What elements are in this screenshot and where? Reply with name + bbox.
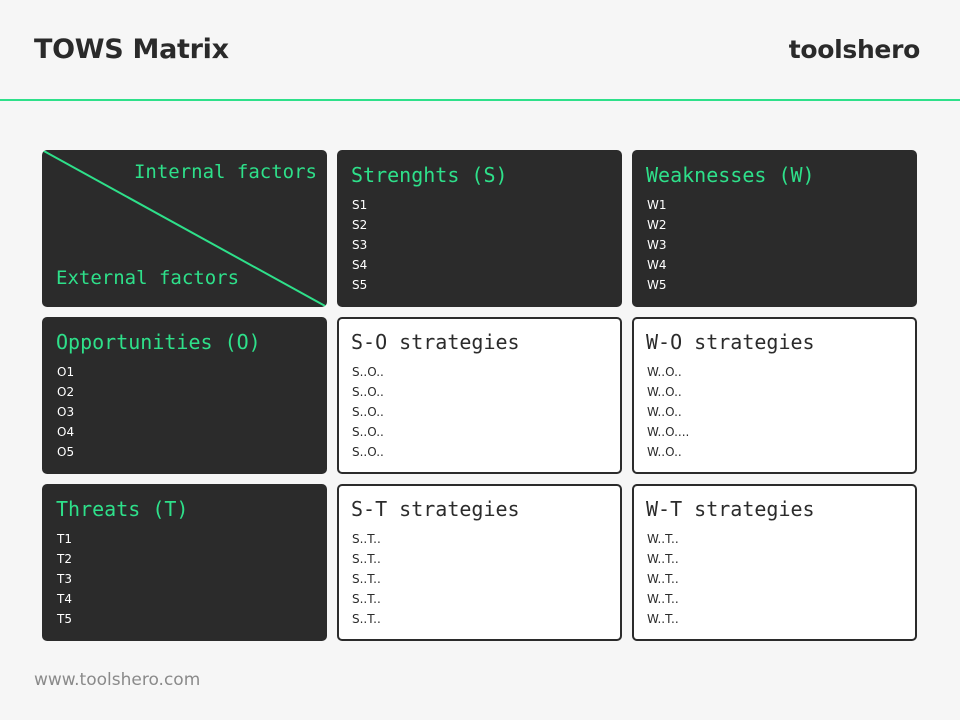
footer-url: www.toolshero.com	[34, 670, 201, 690]
list-item: W..T..	[647, 572, 679, 586]
st-strategies-list: S..T.. S..T.. S..T.. S..T.. S..T..	[352, 529, 381, 629]
strengths-title: Strenghts (S)	[351, 163, 508, 187]
weaknesses-title: Weaknesses (W)	[646, 163, 815, 187]
list-item: W..O..	[647, 445, 682, 459]
wo-strategies-title: W-O strategies	[646, 330, 815, 354]
list-item: S..T..	[352, 592, 381, 606]
list-item: W..O..	[647, 365, 682, 379]
list-item: T4	[57, 592, 72, 606]
list-item: S2	[352, 218, 368, 232]
threats-list: T1 T2 T3 T4 T5	[57, 529, 72, 629]
list-item: W..O..	[647, 405, 682, 419]
st-strategies-cell: S-T strategies S..T.. S..T.. S..T.. S..T…	[337, 484, 622, 641]
external-factors-label: External factors	[56, 267, 240, 289]
list-item: W..O..	[647, 385, 682, 399]
opportunities-list: O1 O2 O3 O4 O5	[57, 362, 74, 462]
list-item: W..T..	[647, 592, 679, 606]
strengths-list: S1 S2 S3 S4 S5	[352, 195, 367, 295]
weaknesses-cell: Weaknesses (W) W1 W2 W3 W4 W5	[632, 150, 917, 307]
header-divider	[0, 99, 960, 101]
list-item: O5	[57, 445, 75, 459]
wt-strategies-list: W..T.. W..T.. W..T.. W..T.. W..T..	[647, 529, 679, 629]
list-item: W1	[647, 198, 667, 212]
list-item: S..T..	[352, 552, 381, 566]
list-item: T1	[57, 532, 72, 546]
list-item: S..O..	[352, 385, 384, 399]
weaknesses-list: W1 W2 W3 W4 W5	[647, 195, 667, 295]
list-item: T3	[57, 572, 72, 586]
list-item: S1	[352, 198, 368, 212]
list-item: W..T..	[647, 552, 679, 566]
list-item: S..O..	[352, 425, 384, 439]
so-strategies-title: S-O strategies	[351, 330, 520, 354]
list-item: S..T..	[352, 532, 381, 546]
list-item: T5	[57, 612, 72, 626]
list-item: S..O..	[352, 445, 384, 459]
so-strategies-cell: S-O strategies S..O.. S..O.. S..O.. S..O…	[337, 317, 622, 474]
list-item: W..T..	[647, 532, 679, 546]
wt-strategies-cell: W-T strategies W..T.. W..T.. W..T.. W..T…	[632, 484, 917, 641]
list-item: W2	[647, 218, 667, 232]
list-item: W3	[647, 238, 667, 252]
list-item: T2	[57, 552, 72, 566]
list-item: S5	[352, 278, 368, 292]
list-item: O3	[57, 405, 75, 419]
list-item: W5	[647, 278, 667, 292]
threats-title: Threats (T)	[56, 497, 189, 521]
list-item: O2	[57, 385, 75, 399]
list-item: S..T..	[352, 572, 381, 586]
list-item: W..O....	[647, 425, 690, 439]
list-item: S..O..	[352, 405, 384, 419]
list-item: W..T..	[647, 612, 679, 626]
so-strategies-list: S..O.. S..O.. S..O.. S..O.. S..O..	[352, 362, 384, 462]
opportunities-cell: Opportunities (O) O1 O2 O3 O4 O5	[42, 317, 327, 474]
corner-cell: Internal factors External factors	[42, 150, 327, 307]
opportunities-title: Opportunities (O)	[56, 330, 261, 354]
corner-diagonal-line	[42, 150, 327, 307]
list-item: S4	[352, 258, 368, 272]
list-item: S3	[352, 238, 368, 252]
wo-strategies-cell: W-O strategies W..O.. W..O.. W..O.. W..O…	[632, 317, 917, 474]
list-item: S..T..	[352, 612, 381, 626]
list-item: O4	[57, 425, 75, 439]
page-title: TOWS Matrix	[34, 34, 229, 65]
brand-logo: toolshero	[788, 35, 921, 64]
list-item: O1	[57, 365, 75, 379]
list-item: W4	[647, 258, 667, 272]
threats-cell: Threats (T) T1 T2 T3 T4 T5	[42, 484, 327, 641]
strengths-cell: Strenghts (S) S1 S2 S3 S4 S5	[337, 150, 622, 307]
internal-factors-label: Internal factors	[133, 161, 317, 183]
list-item: S..O..	[352, 365, 384, 379]
wo-strategies-list: W..O.. W..O.. W..O.. W..O.... W..O..	[647, 362, 689, 462]
st-strategies-title: S-T strategies	[351, 497, 520, 521]
wt-strategies-title: W-T strategies	[646, 497, 815, 521]
